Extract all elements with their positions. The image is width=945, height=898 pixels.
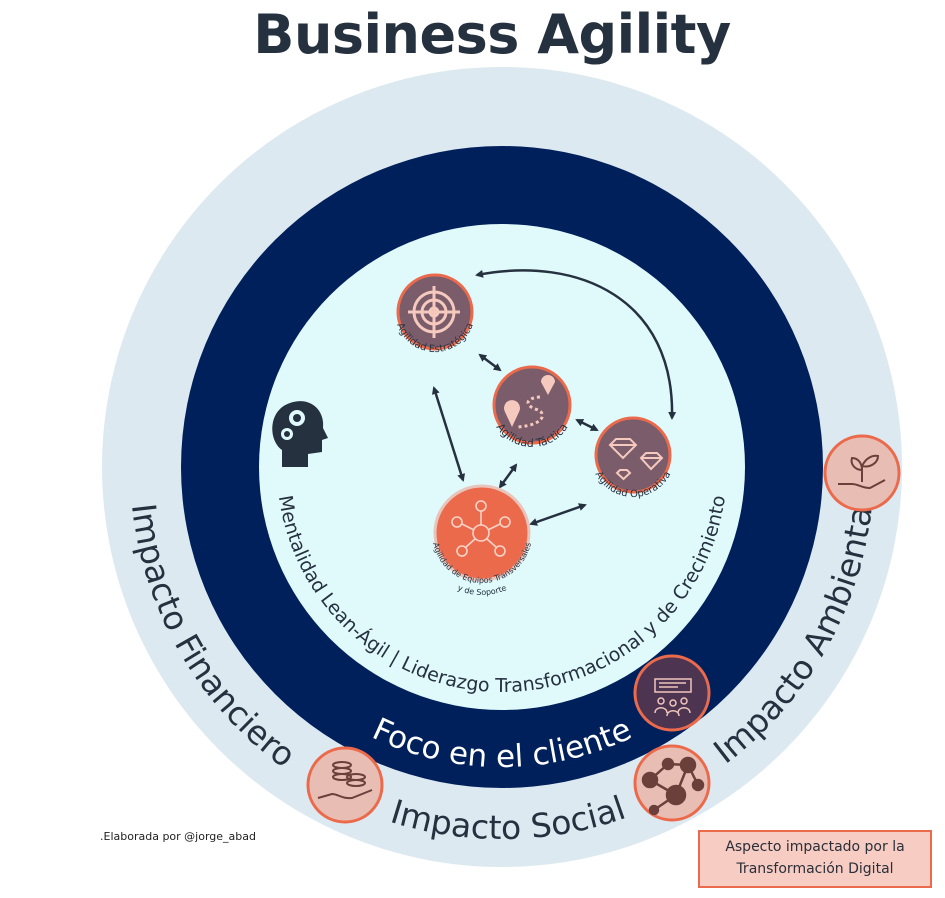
- legend-box: Aspecto impactado por la Transformación …: [698, 830, 932, 888]
- legend-line-2: Transformación Digital: [736, 861, 894, 877]
- brain-gears-icon: [272, 401, 328, 467]
- mindset-core: [259, 224, 745, 710]
- arrow-estrategica-equipos: [431, 386, 466, 482]
- arrow-estrategica-operativa: [475, 269, 677, 420]
- arrow-tactica-operativa: [575, 418, 599, 432]
- social-network-icon: [633, 744, 711, 822]
- arrow-tactica-equipos: [498, 463, 518, 489]
- node-agilidad-tactica: Agilidad Táctica: [492, 365, 572, 450]
- arrow-operativa-equipos: [529, 503, 587, 526]
- plant-hand-icon: [823, 434, 901, 512]
- label-equipos-soporte: y de Soporte: [456, 583, 508, 597]
- diamonds-icon: [608, 438, 664, 481]
- author-credit: .Elaborada por @jorge_abad: [100, 830, 256, 843]
- customer-feedback-icon: [633, 654, 711, 732]
- page-title: Business Agility: [253, 3, 731, 66]
- target-icon: [408, 286, 460, 338]
- arrow-estrategica-tactica: [478, 353, 502, 372]
- relationship-arrows: [431, 269, 677, 526]
- coins-hand-icon: [306, 746, 384, 824]
- legend-line-1: Aspecto impactado por la: [725, 839, 905, 855]
- node-agilidad-estrategica: Agilidad Estratégica: [394, 273, 476, 355]
- map-route-icon: [504, 375, 555, 429]
- node-agilidad-operativa: Agilidad Operativa: [593, 416, 673, 500]
- team-network-icon: [451, 500, 511, 557]
